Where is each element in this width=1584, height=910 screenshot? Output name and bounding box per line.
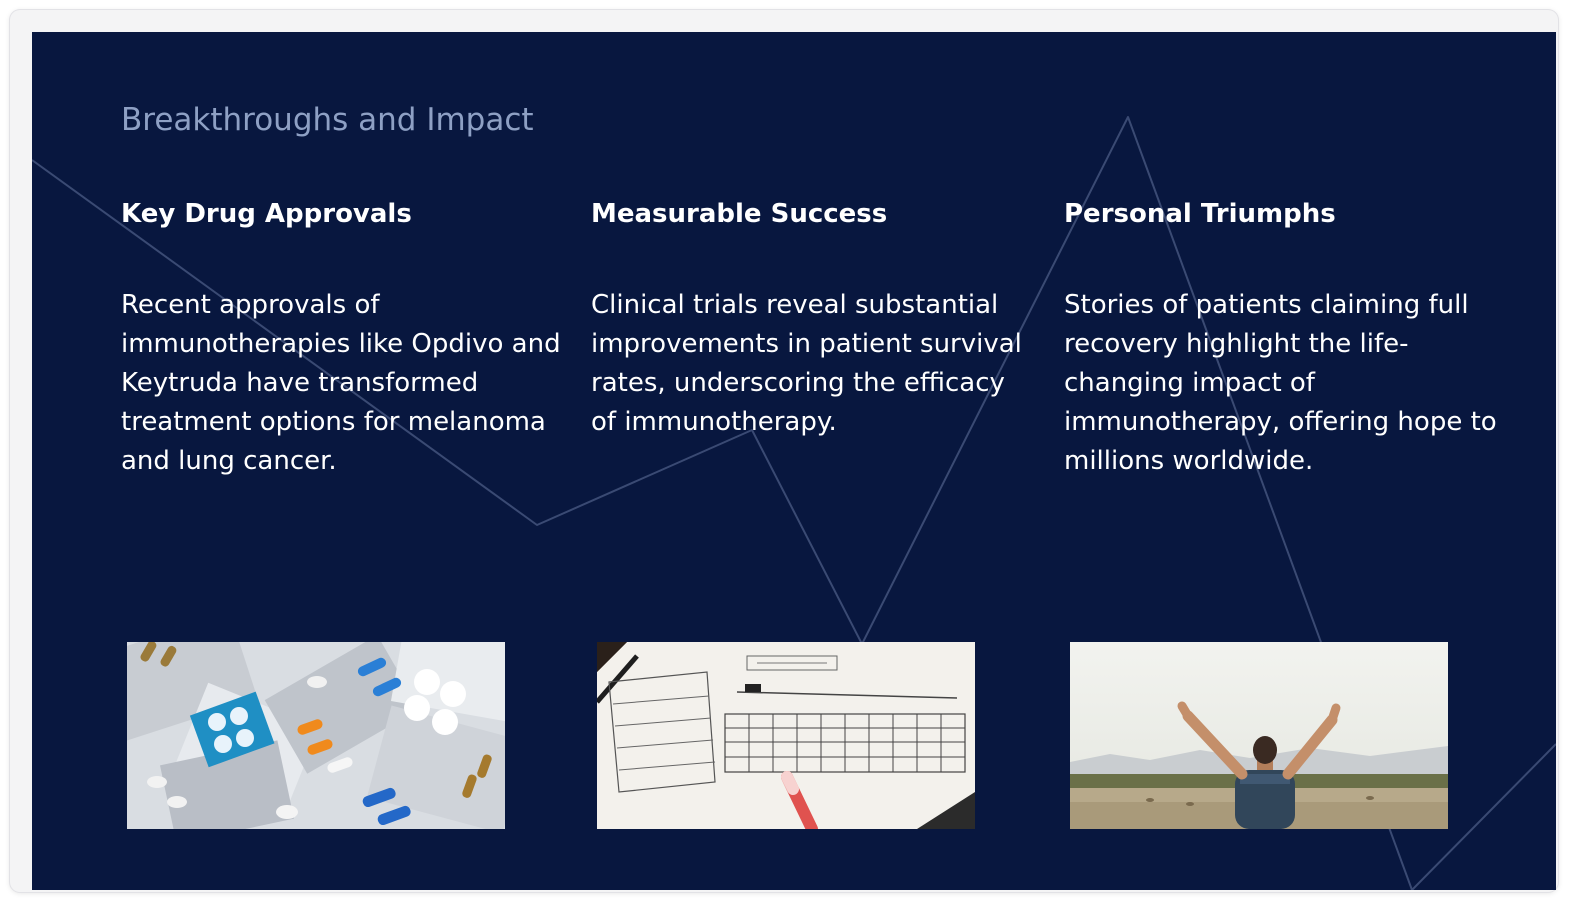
man-raising-arms-photo: [1070, 642, 1448, 829]
column-heading: Key Drug Approvals: [121, 199, 412, 229]
column-measurable-success: Measurable Success Clinical trials revea…: [591, 196, 1031, 442]
goal-review-notebook-photo: [597, 642, 975, 829]
pill-blister-packs-photo: [127, 642, 505, 829]
column-key-drug-approvals: Key Drug Approvals Recent approvals of i…: [121, 196, 561, 481]
slide: Breakthroughs and Impact Key Drug Approv…: [32, 32, 1556, 890]
column-body-text: Recent approvals of immunotherapies like…: [121, 290, 561, 476]
slide-frame: Breakthroughs and Impact Key Drug Approv…: [10, 10, 1558, 892]
column-body-text: Stories of patients claiming full recove…: [1064, 290, 1497, 476]
column-body-text: Clinical trials reveal substantial impro…: [591, 290, 1022, 437]
column-heading: Personal Triumphs: [1064, 199, 1336, 229]
column-personal-triumphs: Personal Triumphs Stories of patients cl…: [1064, 196, 1504, 481]
section-title: Breakthroughs and Impact: [121, 102, 534, 138]
column-heading: Measurable Success: [591, 199, 888, 229]
